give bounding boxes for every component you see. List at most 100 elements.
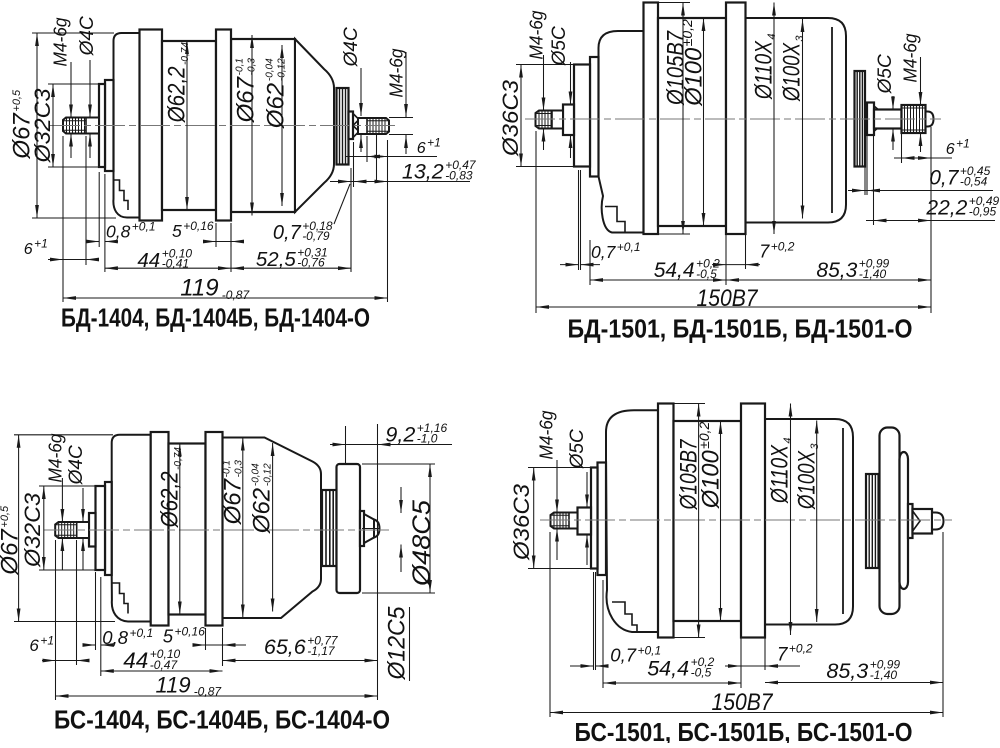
- svg-text:+0,1: +0,1: [638, 643, 662, 657]
- svg-text:-0,79: -0,79: [302, 229, 330, 243]
- svg-text:7: 7: [759, 242, 770, 262]
- svg-text:Ø100: Ø100: [681, 47, 708, 107]
- svg-text:-0,5: -0,5: [691, 666, 712, 680]
- svg-text:44: 44: [123, 648, 148, 673]
- svg-text:7: 7: [777, 644, 789, 665]
- svg-text:+1: +1: [956, 136, 970, 150]
- svg-text:0,8: 0,8: [102, 627, 128, 648]
- svg-text:Ø32C3: Ø32C3: [20, 492, 45, 568]
- svg-text:Ø4C: Ø4C: [66, 445, 87, 485]
- svg-text:+1: +1: [34, 236, 48, 250]
- svg-text:Ø48C5: Ø48C5: [408, 500, 436, 587]
- svg-text:4: 4: [766, 33, 778, 39]
- svg-text:54,4: 54,4: [654, 259, 695, 282]
- svg-text:Ø100Х: Ø100Х: [779, 42, 806, 102]
- svg-text:M4-6g: M4-6g: [387, 49, 407, 98]
- svg-text:-0,3: -0,3: [247, 58, 258, 76]
- svg-text:-1,40: -1,40: [870, 668, 898, 682]
- svg-text:150В7: 150В7: [712, 689, 774, 716]
- svg-text:0,7: 0,7: [273, 222, 302, 244]
- svg-text:+0,10: +0,10: [162, 246, 193, 260]
- svg-text:6: 6: [417, 140, 426, 157]
- svg-text:+1,16: +1,16: [417, 421, 448, 435]
- svg-text:-0,04: -0,04: [251, 463, 262, 486]
- svg-text:0,7: 0,7: [610, 645, 636, 666]
- svg-text:54,4: 54,4: [647, 657, 689, 681]
- svg-text:+0,2: +0,2: [691, 655, 715, 669]
- svg-text:-0,74: -0,74: [180, 42, 191, 65]
- svg-text:+0,31: +0,31: [297, 245, 327, 259]
- svg-text:Ø67: Ø67: [0, 528, 24, 576]
- svg-text:-1,40: -1,40: [859, 267, 887, 281]
- svg-text:13,2: 13,2: [402, 160, 444, 184]
- svg-text:БД-1501, БД-1501Б, БД-1501-О: БД-1501, БД-1501Б, БД-1501-О: [568, 313, 913, 343]
- svg-text:-0,1: -0,1: [222, 460, 233, 477]
- svg-text:БС-1404, БС-1404Б, БС-1404-О: БС-1404, БС-1404Б, БС-1404-О: [54, 704, 390, 734]
- svg-text:Ø105В7: Ø105В7: [676, 438, 703, 510]
- svg-text:6: 6: [24, 241, 33, 258]
- svg-text:3: 3: [809, 443, 821, 450]
- svg-text:M4-6g: M4-6g: [46, 434, 66, 483]
- svg-text:5: 5: [163, 626, 174, 647]
- svg-text:+1: +1: [427, 135, 441, 149]
- svg-text:M4-6g: M4-6g: [51, 18, 71, 67]
- svg-text:85,3: 85,3: [816, 259, 857, 282]
- svg-text:Ø62: Ø62: [249, 488, 276, 534]
- svg-text:+0,2: +0,2: [789, 642, 813, 656]
- svg-text:+0,16: +0,16: [183, 219, 214, 233]
- svg-text:Ø5C: Ø5C: [549, 26, 570, 66]
- svg-text:Ø62,2: Ø62,2: [164, 66, 191, 123]
- svg-text:M4-6g: M4-6g: [537, 411, 557, 460]
- svg-text:-0,47: -0,47: [150, 658, 179, 672]
- svg-text:-0,87: -0,87: [222, 288, 251, 302]
- svg-text:6: 6: [946, 141, 955, 158]
- svg-text:9,2: 9,2: [385, 423, 415, 447]
- svg-text:Ø62: Ø62: [263, 83, 290, 129]
- svg-text:-1,17: -1,17: [307, 644, 336, 658]
- svg-text:M4-6g: M4-6g: [901, 34, 921, 83]
- svg-text:+0,77: +0,77: [307, 633, 339, 647]
- svg-text:0,8: 0,8: [106, 221, 131, 241]
- svg-text:+0,45: +0,45: [960, 164, 991, 178]
- svg-text:Ø4C: Ø4C: [77, 16, 98, 56]
- svg-text:+0,1: +0,1: [132, 219, 156, 233]
- svg-text:±0,2: ±0,2: [696, 421, 712, 448]
- svg-text:Ø110Х: Ø110Х: [767, 444, 794, 504]
- svg-text:Ø5C: Ø5C: [875, 54, 896, 94]
- svg-text:119: 119: [180, 275, 218, 302]
- svg-text:-0,1: -0,1: [235, 58, 246, 75]
- svg-text:-0,12: -0,12: [263, 463, 274, 486]
- svg-text:БД-1404, БД-1404Б, БД-1404-О: БД-1404, БД-1404Б, БД-1404-О: [61, 302, 370, 332]
- svg-text:-1,0: -1,0: [417, 432, 438, 446]
- svg-text:+0,1: +0,1: [130, 626, 154, 640]
- svg-text:+0,5: +0,5: [11, 89, 23, 112]
- svg-text:+0,49: +0,49: [969, 194, 1000, 208]
- svg-text:БС-1501, БС-1501Б, БС-1501-О: БС-1501, БС-1501Б, БС-1501-О: [575, 717, 913, 743]
- svg-text:85,3: 85,3: [826, 659, 868, 683]
- svg-text:Ø4C: Ø4C: [341, 27, 362, 67]
- svg-text:22,2: 22,2: [925, 197, 967, 220]
- svg-text:-0,83: -0,83: [445, 169, 473, 183]
- svg-text:+0,2: +0,2: [696, 256, 720, 270]
- svg-text:65,6: 65,6: [264, 635, 306, 659]
- svg-text:52,5: 52,5: [256, 248, 296, 271]
- svg-text:Ø5C: Ø5C: [567, 429, 588, 469]
- svg-text:44: 44: [137, 249, 160, 272]
- svg-text:0,7: 0,7: [929, 167, 960, 190]
- svg-text:Ø67: Ø67: [220, 477, 247, 525]
- svg-text:4: 4: [782, 437, 794, 443]
- svg-text:119: 119: [156, 672, 191, 697]
- svg-text:-0,95: -0,95: [969, 204, 997, 218]
- svg-text:+0,2: +0,2: [771, 239, 795, 253]
- svg-text:-0,5: -0,5: [696, 267, 717, 281]
- svg-text:Ø62,2: Ø62,2: [157, 471, 184, 528]
- svg-text:+0,10: +0,10: [150, 647, 181, 661]
- svg-text:Ø100Х: Ø100Х: [794, 450, 821, 510]
- svg-text:+0,99: +0,99: [859, 256, 890, 270]
- svg-text:±0,2: ±0,2: [679, 19, 695, 46]
- svg-text:+0,16: +0,16: [175, 624, 206, 638]
- svg-text:Ø67: Ø67: [233, 75, 260, 123]
- svg-text:+0,18: +0,18: [302, 219, 333, 233]
- svg-text:-0,41: -0,41: [162, 257, 189, 271]
- svg-text:-0,3: -0,3: [234, 460, 245, 478]
